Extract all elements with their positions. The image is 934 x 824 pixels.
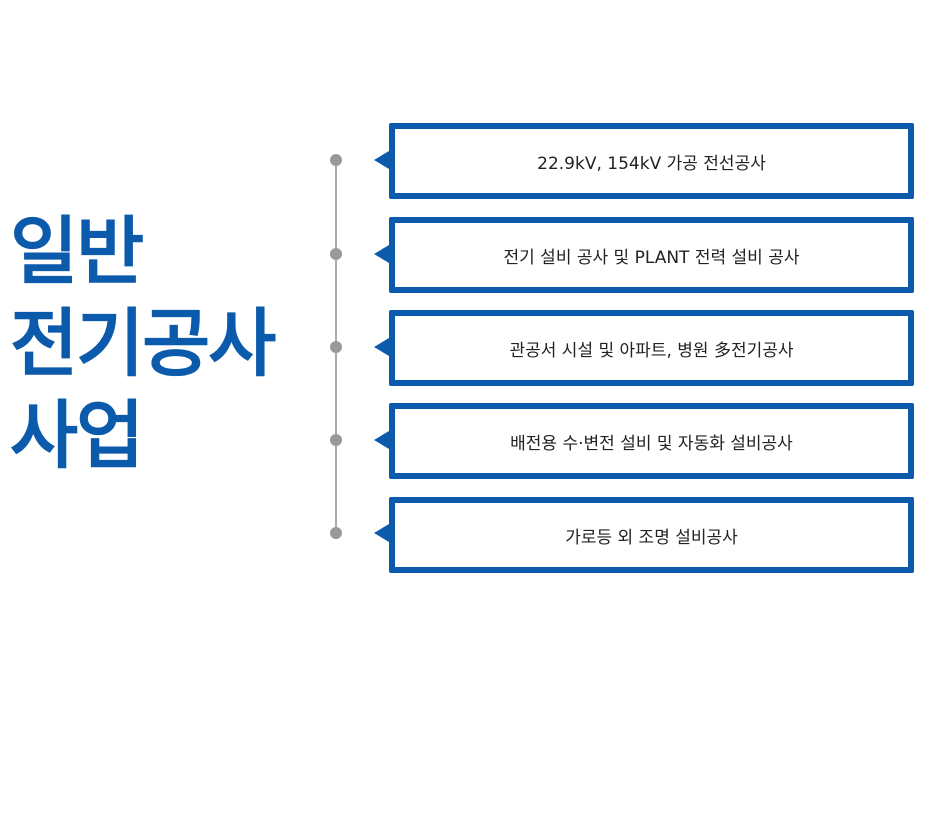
- timeline-dot: [330, 434, 342, 446]
- item-label: 전기 설비 공사 및 PLANT 전력 설비 공사: [503, 247, 800, 268]
- list-item: 관공서 시설 및 아파트, 병원 多전기공사: [389, 310, 914, 386]
- pointer-arrow-icon: [374, 338, 389, 356]
- list-item: 배전용 수·변전 설비 및 자동화 설비공사: [389, 403, 914, 479]
- item-label: 22.9kV, 154kV 가공 전선공사: [537, 153, 766, 174]
- timeline-dot: [330, 527, 342, 539]
- list-item: 가로등 외 조명 설비공사: [389, 497, 914, 573]
- pointer-arrow-icon: [374, 524, 389, 542]
- title-line: 사업: [10, 393, 144, 479]
- pointer-arrow-icon: [374, 151, 389, 169]
- timeline-dot: [330, 341, 342, 353]
- title-line: 일반: [10, 209, 144, 295]
- timeline-dot: [330, 248, 342, 260]
- item-label: 배전용 수·변전 설비 및 자동화 설비공사: [510, 433, 793, 454]
- item-label: 가로등 외 조명 설비공사: [565, 527, 738, 548]
- pointer-arrow-icon: [374, 245, 389, 263]
- pointer-arrow-icon: [374, 431, 389, 449]
- item-label: 관공서 시설 및 아파트, 병원 多전기공사: [509, 340, 794, 361]
- list-item: 전기 설비 공사 및 PLANT 전력 설비 공사: [389, 217, 914, 293]
- section-title: 일반 전기공사 사업: [10, 206, 276, 482]
- timeline-dot: [330, 154, 342, 166]
- list-item: 22.9kV, 154kV 가공 전선공사: [389, 123, 914, 199]
- title-line: 전기공사: [10, 301, 276, 387]
